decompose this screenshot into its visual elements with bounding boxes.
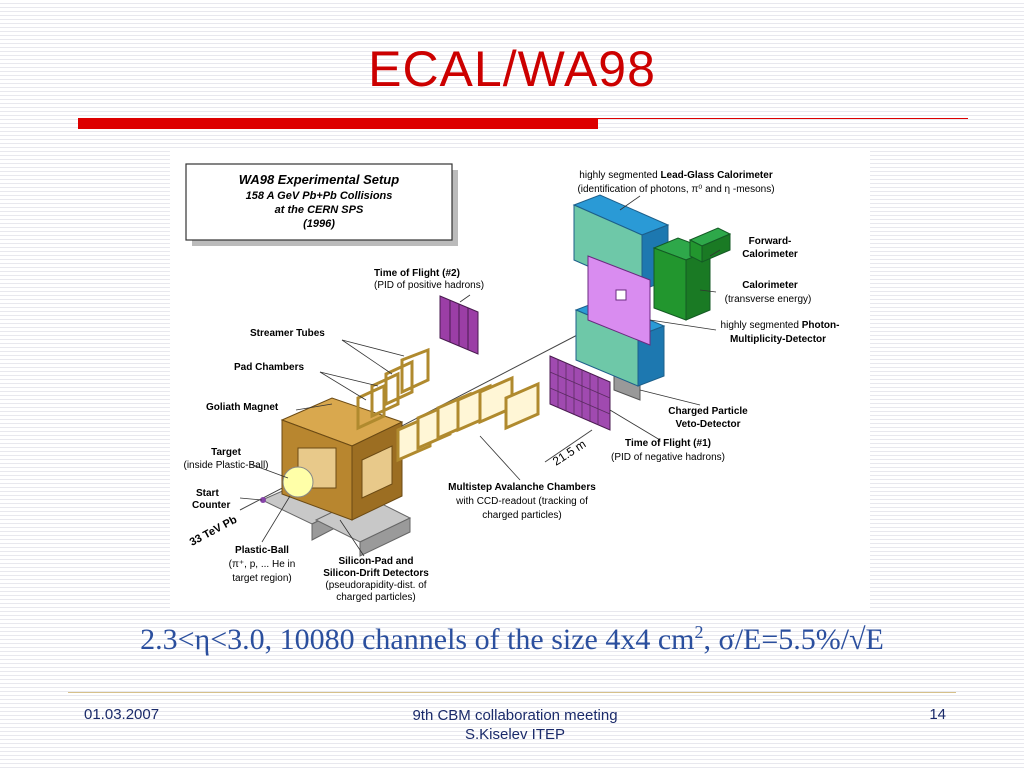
lead-glass-desc: (identification of photons, π⁰ and η -me… [577,184,774,195]
wa98-setup-diagram: WA98 Experimental Setup 158 A GeV Pb+Pb … [183,163,840,603]
footer-date: 01.03.2007 [84,706,160,723]
pad-chambers-label: Pad Chambers [234,362,304,373]
distance-label: 21.5 m [550,437,588,469]
calorimeter-label1: Calorimeter [742,280,798,291]
setup-title-line1: WA98 Experimental Setup [239,172,399,187]
streamer-label: Streamer Tubes [250,328,325,339]
plastic-ball-label1: Plastic-Ball [235,545,289,556]
silicon-label2: Silicon-Drift Detectors [323,568,429,579]
formula-part2: , σ/E=5.5%/√E [703,623,884,656]
lead-glass-label: highly segmented Lead-Glass Calorimeter [579,170,773,181]
target-label2: (inside Plastic-Ball) [183,460,268,471]
title-accent-line [598,118,968,119]
forward-cal-label2: Calorimeter [742,249,798,260]
tof1-label1: Time of Flight (#1) [625,438,711,449]
beam-label: 33 TeV Pb [188,514,240,549]
goliath-label: Goliath Magnet [206,402,279,413]
title-accent-bar [78,118,598,129]
plastic-ball-label2: (π⁺, p, ... He in [229,559,296,570]
footer-page-number: 14 [929,706,946,723]
veto-label2: Veto-Detector [675,419,740,430]
plastic-ball-label3: target region) [232,573,291,584]
photon-mult-label2: Multiplicity-Detector [730,334,826,345]
tof1-label2: (PID of negative hadrons) [611,452,725,463]
footer-author: S.Kiselev ITEP [464,726,566,743]
formula-part1: 2.3<η<3.0, 10080 channels of the size 4x… [140,623,695,656]
slide-title: ECAL/WA98 [368,41,656,97]
setup-title-line4: (1996) [303,218,335,230]
tof2-label2: (PID of positive hadrons) [374,280,484,291]
silicon-label3: (pseudorapidity-dist. of [325,580,426,591]
pad-chambers [356,347,430,431]
veto-label1: Charged Particle [668,406,748,417]
target-label1: Target [211,447,241,458]
setup-title-box: WA98 Experimental Setup 158 A GeV Pb+Pb … [185,163,458,246]
setup-title-line2: 158 A GeV Pb+Pb Collisions [246,190,393,202]
setup-title-line3: at the CERN SPS [275,204,364,216]
calorimeter-label2: (transverse energy) [725,294,812,305]
footer-divider [68,692,956,693]
plastic-ball [282,466,314,498]
start-counter [260,497,266,503]
forward-calorimeter [688,227,732,263]
silicon-label4: charged particles) [336,592,415,603]
formula-text: 2.3<η<3.0, 10080 channels of the size 4x… [0,622,1024,657]
forward-cal-label1: Forward- [749,236,792,247]
footer-meeting: 9th CBM collaboration meeting [412,707,618,724]
start-counter-label2: Counter [192,500,230,511]
msac-chambers [396,375,540,463]
formula-superscript: 2 [694,622,704,642]
msac-label2: with CCD-readout (tracking of [455,496,588,507]
tof2-label1: Time of Flight (#2) [374,268,460,279]
msac-label3: charged particles) [482,510,561,521]
footer-center: 9th CBM collaboration meeting S.Kiselev … [370,706,660,744]
photon-mult-label1: highly segmented Photon- [721,320,840,331]
silicon-label1: Silicon-Pad and [338,556,413,567]
msac-label1: Multistep Avalanche Chambers [448,482,596,493]
start-counter-label1: Start [196,488,219,499]
